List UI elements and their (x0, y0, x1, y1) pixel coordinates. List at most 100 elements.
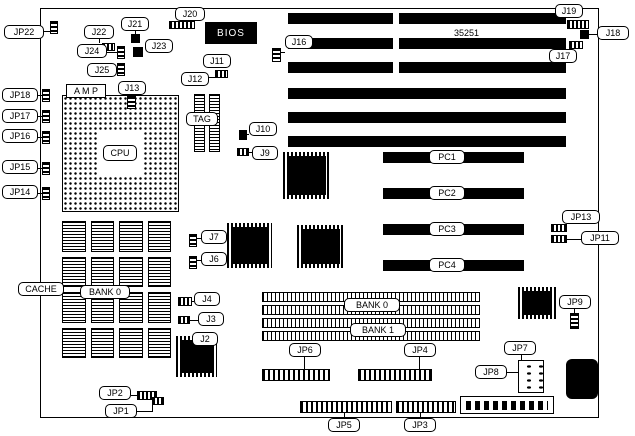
pc1-label: PC1 (429, 150, 465, 164)
cache-chip (62, 292, 86, 323)
leader-line (247, 134, 249, 135)
cache-chip (147, 221, 171, 252)
isa-slot-segment (288, 13, 393, 24)
dip-switch-block (460, 396, 554, 414)
jp1-pin-header (152, 397, 164, 405)
isa-slot (288, 136, 566, 147)
leader-line (99, 39, 100, 43)
cache-chip (119, 327, 143, 358)
jp6-label: JP6 (289, 343, 321, 357)
jp4-label: JP4 (404, 343, 436, 357)
j22-label: J22 (84, 25, 114, 39)
isa-slot (288, 112, 566, 123)
leader-line (38, 193, 42, 194)
leader-line (419, 357, 420, 369)
j4-label: J4 (194, 292, 220, 306)
leader-line (589, 34, 597, 35)
leader-line (574, 309, 575, 313)
j24-label: J24 (77, 44, 107, 58)
j11-label: J11 (203, 54, 231, 68)
jp14-pin-header (42, 187, 50, 200)
jp7-pin-block (518, 360, 544, 393)
jp17-pin-header (42, 110, 50, 123)
cache-chip (90, 327, 114, 358)
qfp-chip (283, 152, 330, 199)
jp1-label: JP1 (105, 404, 137, 418)
j2-label: J2 (192, 332, 218, 346)
pc3-label: PC3 (429, 222, 465, 236)
leader-line (521, 355, 522, 360)
cache-chip (90, 221, 114, 252)
pc4-label: PC4 (429, 258, 465, 272)
isa-slot-segment (399, 62, 566, 73)
cache-chip (62, 327, 86, 358)
j12-label: J12 (181, 72, 209, 86)
jp7-label: JP7 (504, 341, 536, 355)
cache-chip (62, 256, 86, 287)
jp13-label: JP13 (562, 210, 600, 224)
amp-label: A M P (66, 84, 106, 98)
j18-label: J18 (597, 26, 629, 40)
cache-chip (147, 327, 171, 358)
jp16-label: JP16 (2, 129, 38, 143)
jp6-pin-header (262, 369, 330, 381)
jp3-label: JP3 (404, 418, 436, 432)
leader-line (135, 31, 136, 34)
leader-line (38, 95, 42, 96)
jp11-pin-header (551, 235, 567, 243)
jp11-label: JP11 (581, 231, 619, 245)
j18-connector (580, 30, 589, 39)
j19-label: J19 (555, 4, 583, 18)
cache-bank0-label: BANK 0 (80, 285, 130, 299)
jp5-pin-header (300, 401, 392, 413)
leader-line (197, 238, 201, 239)
j17-pin-header (569, 41, 583, 49)
bank0-label: BANK 0 (344, 298, 400, 312)
leader-line (567, 239, 581, 240)
leader-line (192, 301, 194, 302)
leader-line (420, 413, 421, 418)
j7-pin-header (189, 234, 197, 247)
cache-chip (119, 256, 143, 287)
j24-pin-header (117, 46, 125, 59)
jp2-pin-header (137, 391, 157, 400)
j10-label: J10 (249, 122, 277, 136)
cache-chip (119, 292, 143, 323)
j17-label: J17 (549, 49, 577, 63)
j7-label: J7 (201, 230, 227, 244)
leader-line (344, 413, 345, 418)
cache-chip (62, 221, 86, 252)
j25-pin-header (117, 63, 125, 76)
cpu-label: CPU (103, 145, 137, 161)
keyboard-din-connector (566, 359, 598, 399)
leader-line (137, 411, 153, 412)
j3-label: J3 (198, 312, 224, 326)
j9-label: J9 (252, 146, 278, 160)
leader-line (281, 52, 285, 53)
jp9-label: JP9 (559, 295, 591, 309)
jp3-pin-header (396, 401, 456, 413)
cache-label: CACHE (18, 282, 64, 296)
bios-chip: BIOS (205, 22, 257, 44)
cache-chip (147, 256, 171, 287)
leader-line (304, 357, 305, 369)
j13-pin-header (127, 96, 136, 109)
j16-label: J16 (285, 35, 313, 49)
jp16-pin-header (42, 131, 50, 144)
j4-pin-header (178, 297, 192, 306)
jp9-pin-header (570, 313, 579, 329)
jp13-pin-header (551, 224, 567, 232)
j11-pin-header (215, 70, 228, 78)
qfp-chip (297, 225, 344, 268)
j9-pin-header (237, 148, 249, 156)
leader-line (249, 152, 252, 153)
j23-connector (133, 47, 143, 57)
jp8-label: JP8 (475, 365, 507, 379)
isa-slot-segment (399, 38, 566, 49)
j25-label: J25 (87, 63, 117, 77)
board-part-number: 35251 (452, 28, 482, 38)
cache-chip (90, 256, 114, 287)
jp15-label: JP15 (2, 160, 38, 174)
bios-label: BIOS (217, 27, 245, 39)
